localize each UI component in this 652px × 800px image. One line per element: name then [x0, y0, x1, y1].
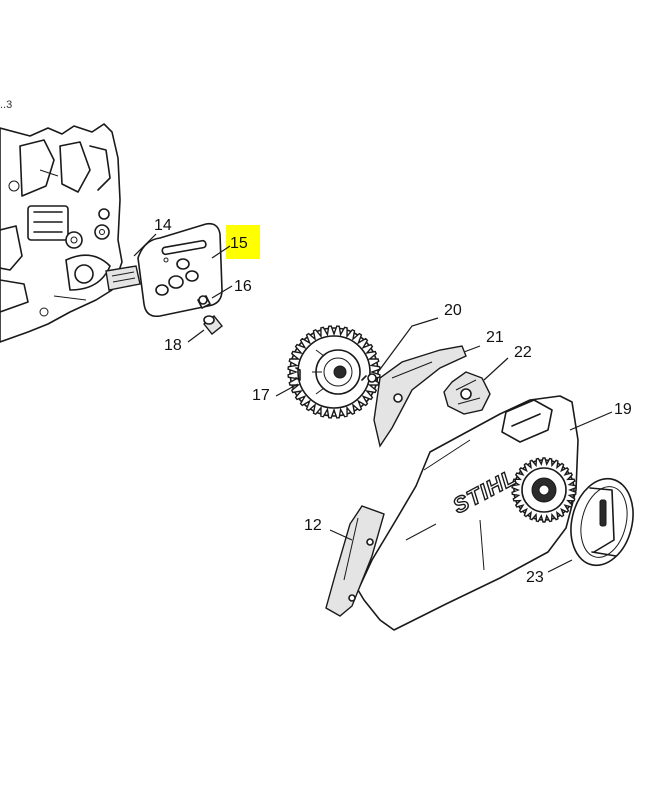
callout-12: 12 — [304, 517, 322, 534]
part-12-side-rail — [325, 505, 385, 617]
callout-19: 19 — [614, 401, 632, 418]
callout-14: 14 — [154, 217, 172, 234]
part-16-screw — [197, 295, 211, 309]
callout-15-highlight — [226, 225, 260, 259]
part-23-cover-plate — [570, 477, 634, 567]
part-17-sprocket — [287, 325, 381, 419]
engine-housing — [0, 123, 123, 343]
callout-20: 20 — [444, 302, 462, 319]
callout-23: 23 — [526, 569, 544, 586]
callout-21: 21 — [486, 329, 504, 346]
callout-labels: 14 15 16 18 17 20 21 22 19 12 23 — [154, 217, 632, 586]
part-14-tensioner-slide — [105, 265, 141, 291]
part-15-side-plate — [137, 222, 223, 318]
callout-16: 16 — [234, 278, 252, 295]
callout-17: 17 — [252, 387, 270, 404]
callout-15: 15 — [230, 235, 248, 252]
leader-lines — [133, 233, 613, 573]
part-19-sprocket-cover: STIHL — [357, 395, 579, 631]
callout-18: 18 — [164, 337, 182, 354]
part-18-bushing — [203, 315, 223, 335]
callout-22: 22 — [514, 344, 532, 361]
edge-fragment-text: ..3 — [0, 99, 12, 111]
part-21-guard-plate — [373, 345, 467, 448]
part-22-nut — [443, 371, 491, 415]
